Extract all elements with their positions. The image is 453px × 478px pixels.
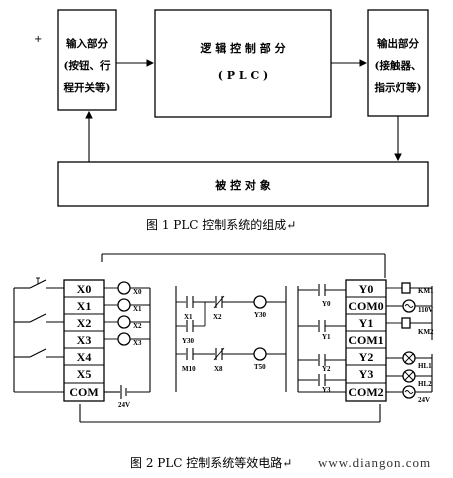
input-terminal-com: COM — [69, 385, 98, 399]
input-block — [57, 9, 117, 111]
ladder-contact-x2: X2 — [213, 313, 222, 321]
contactor-coil-km2-icon — [401, 317, 411, 329]
output-block — [367, 9, 429, 117]
input-coil-label-x2: X2 — [133, 322, 142, 330]
output-terminal-y1: Y1 — [359, 316, 374, 330]
output-loads: KM1 110V KM2 HL1 HL2 — [386, 282, 434, 404]
input-block-line2: (按钮、行 — [64, 59, 111, 72]
input-relay-coils: X0 X1 X2 X3 — [104, 281, 151, 392]
input-coil-label-x3: X3 — [133, 339, 142, 347]
figure-2-caption: 图 2 PLC 控制系统等效电路↵ — [130, 455, 292, 470]
output-terminal-y3: Y3 — [359, 367, 374, 381]
input-terminal-x2: X2 — [77, 316, 92, 330]
controlled-object-label: 被 控 对 象 — [215, 178, 271, 192]
load-label-hl1: HL1 — [418, 362, 432, 370]
output-contact-label-y3: Y3 — [322, 386, 331, 394]
input-coil-x1-icon — [117, 298, 131, 312]
output-contact-label-y1: Y1 — [322, 333, 331, 341]
supply-label-24v: 24V — [418, 396, 430, 404]
input-terminal-x5: X5 — [77, 367, 92, 381]
input-coil-x0-icon — [117, 281, 131, 295]
ladder-contact-m10: M10 — [182, 365, 196, 373]
controlled-object-block — [57, 161, 429, 207]
supply-label-110v: 110V — [418, 306, 433, 314]
input-coil-x2-icon — [117, 315, 131, 329]
output-block-line2: (接触器、 — [375, 59, 422, 72]
figure-1: + 输入部分 (按钮、行 程开关等) 逻 辑 控 制 部 分 ( P L C )… — [34, 9, 429, 232]
input-terminal-x4: X4 — [77, 350, 92, 364]
ladder-diagram: X1 X2 Y30 Y30 M10 X8 T50 — [175, 286, 287, 392]
output-block-line3: 指示灯等) — [375, 81, 422, 94]
input-terminal-x1: X1 — [77, 299, 92, 313]
output-contacts: Y0 Y1 Y2 Y3 — [297, 284, 346, 394]
input-battery: 24V — [104, 385, 150, 409]
load-label-km1: KM1 — [418, 287, 434, 295]
output-terminal-com0: COM0 — [348, 299, 383, 313]
output-block-line1: 输出部分 — [377, 37, 419, 50]
contactor-coil-km1-icon — [401, 282, 411, 294]
output-contact-label-y0: Y0 — [322, 300, 331, 308]
ladder-contact-y30: Y30 — [182, 337, 195, 345]
input-coil-label-x0: X0 — [133, 288, 142, 296]
output-terminal-com2: COM2 — [348, 385, 383, 399]
output-terminal-y2: Y2 — [359, 350, 374, 364]
limit-switch-icon — [29, 313, 47, 323]
output-terminal-y0: Y0 — [359, 282, 374, 296]
input-block-line1: 输入部分 — [66, 37, 108, 50]
plc-block-line2: ( P L C ) — [218, 69, 269, 82]
input-coil-x3-icon — [117, 332, 131, 346]
input-terminal-block — [63, 279, 105, 402]
load-label-km2: KM2 — [418, 328, 434, 336]
ladder-contact-x8: X8 — [214, 365, 223, 373]
timer-t50-icon — [253, 347, 267, 361]
input-terminal-x3: X3 — [77, 333, 92, 347]
figure-2: X0 X1 X2 X3 X4 X5 COM — [13, 253, 434, 470]
ladder-coil-t50: T50 — [254, 363, 266, 371]
stray-mark: + — [34, 34, 42, 45]
load-label-hl2: HL2 — [418, 380, 432, 388]
input-switches — [13, 277, 64, 393]
input-coil-label-x1: X1 — [133, 305, 142, 313]
plc-block-line1: 逻 辑 控 制 部 分 — [200, 41, 285, 55]
input-supply-label: 24V — [118, 401, 130, 409]
output-contact-label-y2: Y2 — [322, 365, 331, 373]
output-terminals: Y0 COM0 Y1 COM1 Y2 Y3 COM2 — [346, 282, 386, 399]
output-terminal-com1: COM1 — [348, 333, 383, 347]
ladder-coil-y30: Y30 — [254, 311, 267, 319]
figure-1-caption: 图 1 PLC 控制系统的组成↵ — [146, 217, 296, 232]
input-block-line3: 程开关等) — [64, 81, 111, 94]
output-terminal-block — [345, 279, 387, 402]
ladder-contact-x1: X1 — [184, 313, 193, 321]
plc-block — [154, 9, 332, 118]
limit-switch-icon — [29, 348, 47, 358]
input-terminal-x0: X0 — [77, 282, 92, 296]
watermark: www.diangon.com — [318, 455, 431, 470]
input-terminals: X0 X1 X2 X3 X4 X5 COM — [64, 282, 104, 399]
coil-y30-icon — [253, 295, 267, 309]
